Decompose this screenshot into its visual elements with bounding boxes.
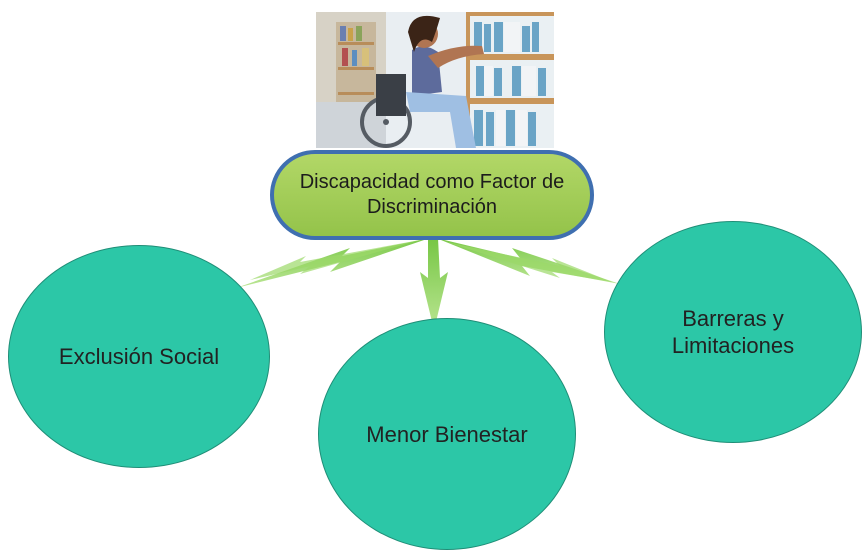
node-menor-bienestar: Menor Bienestar [318,318,576,550]
arrow-to-menor [420,238,448,330]
node-barreras-limitaciones-label: Barreras y Limitaciones [671,306,795,358]
library-photo [316,12,554,148]
node-menor-bienestar-label: Menor Bienestar [366,421,528,447]
arrow-to-barreras-2 [446,242,612,282]
node-barreras-limitaciones: Barreras y Limitaciones [604,221,862,443]
central-topic: Discapacidad como Factor de Discriminaci… [270,150,594,240]
node-exclusion-social: Exclusión Social [8,245,270,468]
arrow-to-exclusion-2 [250,240,420,280]
node-exclusion-social-label: Exclusión Social [58,344,220,369]
central-topic-label: Discapacidad como Factor de Discriminaci… [299,171,565,218]
